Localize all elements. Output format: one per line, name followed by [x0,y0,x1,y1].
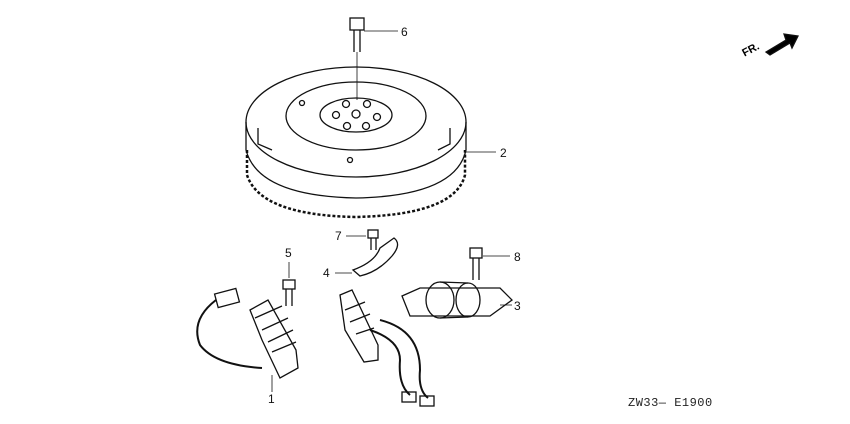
callout-6: 6 [401,25,408,39]
callout-5: 5 [285,246,292,260]
flywheel [245,66,467,219]
callout-8: 8 [514,250,521,264]
flywheel-bolt [349,17,398,100]
charge-coil [401,247,513,319]
callout-4: 4 [323,266,330,280]
callout-1: 1 [268,392,275,406]
bracket [335,229,399,277]
front-arrow-icon [764,33,799,56]
callout-2: 2 [500,146,507,160]
ignition-coil [196,287,299,392]
callout-3: 3 [514,299,521,313]
pulser-coil [339,289,435,407]
callout-7: 7 [335,229,342,243]
bolt-5 [282,262,296,306]
figure-code: ZW33— E1900 [628,396,713,410]
